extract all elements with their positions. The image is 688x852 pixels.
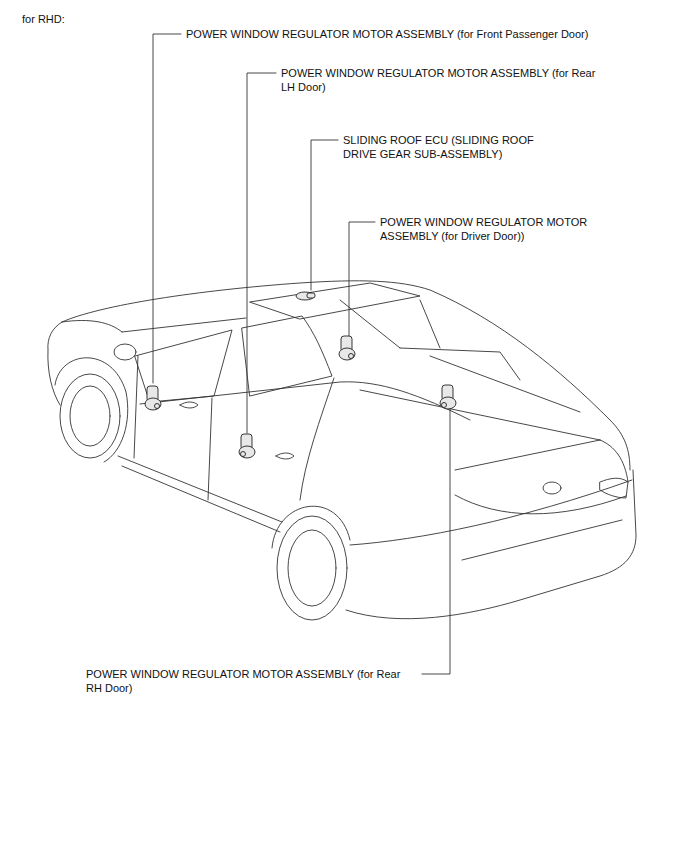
part-name: POWER WINDOW REGULATOR MOTOR ASSEMBLY (f… [186,27,588,41]
part-name: POWER WINDOW REGULATOR MOTOR ASSEMBLY (f… [281,66,611,94]
part-name: POWER WINDOW REGULATOR MOTOR ASSEMBLY (f… [86,667,416,695]
part-name: SLIDING ROOF ECU (SLIDING ROOF DRIVE GEA… [343,133,568,161]
part-name: POWER WINDOW REGULATOR MOTOR ASSEMBLY (f… [380,215,620,243]
note-text: for RHD: [22,12,65,26]
